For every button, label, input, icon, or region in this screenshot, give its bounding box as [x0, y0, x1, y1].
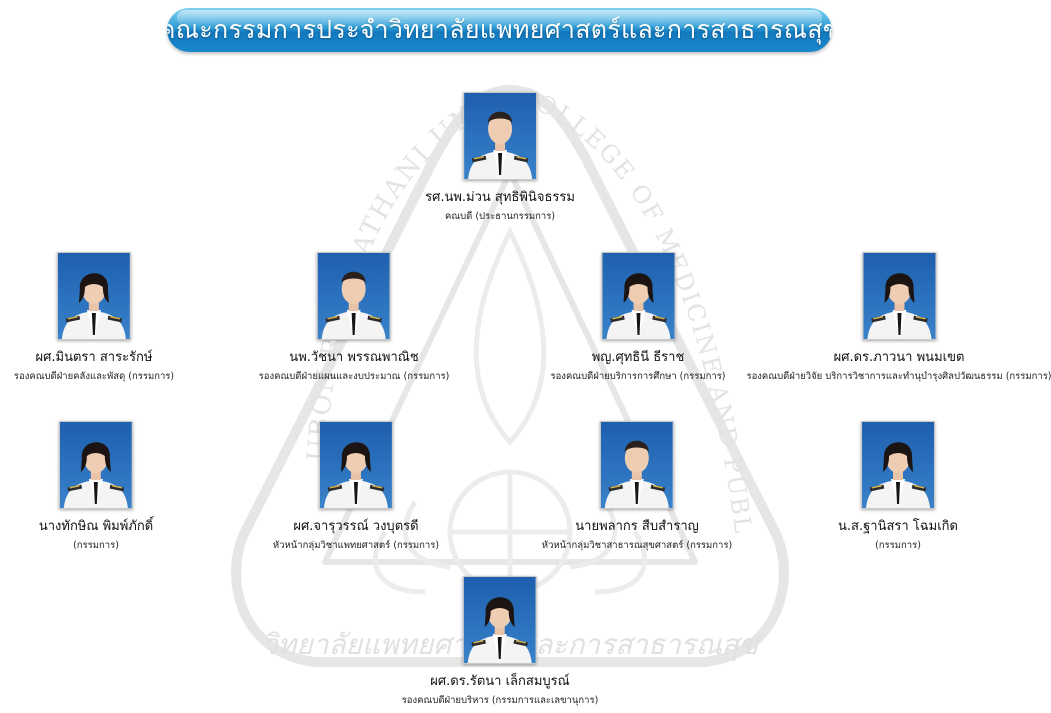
member-card: นพ.วัชนา พรรณพาณิช รองคณบดีฝ่ายแผนและงบป…	[258, 252, 450, 384]
portrait-photo	[599, 421, 674, 509]
portrait-photo	[600, 252, 675, 340]
member-role: รองคณบดีฝ่ายบริการการศึกษา (กรรมการ)	[550, 371, 726, 382]
member-role: รองคณบดีฝ่ายบริหาร (กรรมการและเลขานุการ)	[401, 695, 599, 706]
member-name: พญ.ศุทธินี ธีราช	[591, 350, 685, 365]
member-card: น.ส.ฐานิสรา โฉมเกิด (กรรมการ)	[838, 421, 958, 553]
page-title: คณะกรรมการประจำวิทยาลัยแพทยศาสตร์และการส…	[167, 15, 832, 44]
member-card: นางทักษิณ พิมพ์ภักดิ์ (กรรมการ)	[39, 421, 153, 553]
portrait-photo	[861, 421, 935, 509]
member-name: นางทักษิณ พิมพ์ภักดิ์	[38, 519, 154, 534]
portrait-photo	[57, 252, 131, 340]
member-card-dean: รศ.นพ.ม่วน สุทธิพินิจธรรม คณบดี (ประธานก…	[425, 92, 575, 224]
member-role: (กรรมการ)	[73, 540, 119, 551]
member-name: น.ส.ฐานิสรา โฉมเกิด	[838, 519, 958, 534]
member-card: ผศ.จารุวรรณ์ วงบุตรดี หัวหน้ากลุ่มวิชาแพ…	[273, 421, 439, 553]
member-card: ผศ.มินตรา สาระรักษ์ รองคณบดีฝ่ายคลังและพ…	[14, 252, 174, 384]
member-card: ผศ.ดร.ภาวนา พนมเขต รองคณบดีฝ่ายวิจัย บริ…	[746, 252, 1051, 384]
member-role: รองคณบดีฝ่ายแผนและงบประมาณ (กรรมการ)	[258, 371, 450, 382]
member-name: รศ.นพ.ม่วน สุทธิพินิจธรรม	[425, 190, 575, 205]
member-card: พญ.ศุทธินี ธีราช รองคณบดีฝ่ายบริการการศึ…	[550, 252, 726, 384]
member-card: นายพลากร สืบสำราญ หัวหน้ากลุ่มวิชาสาธารณ…	[542, 421, 732, 553]
member-name: นพ.วัชนา พรรณพาณิช	[289, 350, 419, 365]
member-role: หัวหน้ากลุ่มวิชาแพทยศาสตร์ (กรรมการ)	[272, 540, 440, 551]
portrait-photo	[861, 252, 936, 340]
member-role: รองคณบดีฝ่ายวิจัย บริการวิชาการและทำนุบำ…	[746, 371, 1051, 382]
member-role: คณบดี (ประธานกรรมการ)	[444, 211, 556, 222]
portrait-photo	[462, 92, 537, 180]
portrait-photo	[463, 576, 537, 664]
member-role: รองคณบดีฝ่ายคลังและพัสดุ (กรรมการ)	[13, 371, 175, 382]
portrait-photo	[318, 421, 393, 509]
member-name: ผศ.ดร.ภาวนา พนมเขต	[833, 350, 965, 365]
portrait-photo	[316, 252, 391, 340]
member-name: ผศ.จารุวรรณ์ วงบุตรดี	[293, 519, 419, 534]
member-role: หัวหน้ากลุ่มวิชาสาธารณสุขศาสตร์ (กรรมการ…	[541, 540, 733, 551]
portrait-photo	[58, 421, 133, 509]
member-card-secretary: ผศ.ดร.รัตนา เล็กสมบูรณ์ รองคณบดีฝ่ายบริห…	[401, 576, 599, 708]
member-name: ผศ.ดร.รัตนา เล็กสมบูรณ์	[430, 674, 570, 689]
member-role: (กรรมการ)	[875, 540, 921, 551]
member-name: นายพลากร สืบสำราญ	[575, 519, 699, 534]
member-name: ผศ.มินตรา สาระรักษ์	[35, 350, 153, 365]
title-banner: คณะกรรมการประจำวิทยาลัยแพทยศาสตร์และการส…	[167, 8, 832, 52]
